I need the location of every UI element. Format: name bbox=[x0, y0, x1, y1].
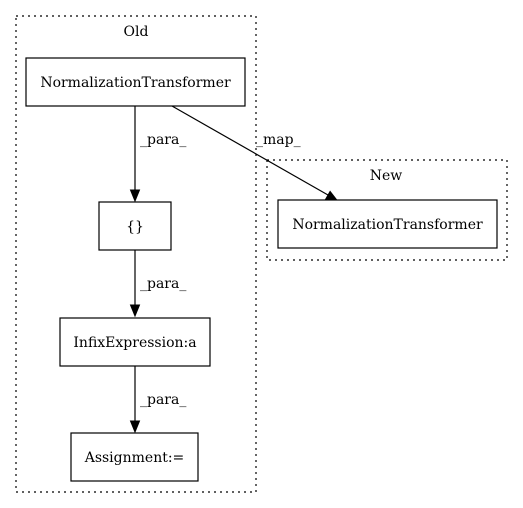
cluster-old: Old bbox=[15, 15, 257, 493]
node-assignment-box bbox=[70, 432, 199, 482]
edge-infix-to-assignment-label: _para_ bbox=[140, 392, 186, 408]
node-assignment-label: Assignment:= bbox=[84, 450, 185, 466]
cluster-old-label: Old bbox=[124, 24, 149, 40]
node-assignment: Assignment:= bbox=[70, 432, 199, 482]
node-new-normalization-transformer-box bbox=[277, 199, 498, 249]
edge-norm-to-braces: _para_ bbox=[129, 106, 186, 203]
node-braces: {} bbox=[98, 201, 172, 251]
edge-map-label: _map_ bbox=[256, 132, 301, 148]
edge-braces-to-infix-arrow bbox=[129, 304, 141, 318]
edge-norm-to-braces-label: _para_ bbox=[140, 132, 186, 148]
node-infix-expression-label: InfixExpression:a bbox=[73, 335, 196, 351]
node-old-normalization-transformer: NormalizationTransformer bbox=[25, 57, 246, 107]
edge-infix-to-assignment: _para_ bbox=[129, 366, 186, 434]
cluster-new: New bbox=[266, 159, 508, 261]
node-infix-expression: InfixExpression:a bbox=[59, 317, 211, 367]
edge-map-line bbox=[171, 105, 329, 196]
node-braces-box bbox=[98, 201, 172, 251]
node-new-normalization-transformer: NormalizationTransformer bbox=[277, 199, 498, 249]
cluster-old-border bbox=[15, 15, 257, 493]
edge-norm-to-braces-arrow bbox=[129, 189, 141, 203]
node-new-normalization-transformer-label: NormalizationTransformer bbox=[292, 217, 483, 233]
edge-map: _map_ bbox=[171, 105, 339, 202]
cluster-new-border bbox=[266, 159, 508, 261]
edge-infix-to-assignment-arrow bbox=[129, 420, 141, 434]
node-infix-expression-box bbox=[59, 317, 211, 367]
node-old-normalization-transformer-label: NormalizationTransformer bbox=[40, 75, 231, 91]
edge-braces-to-infix: _para_ bbox=[129, 250, 186, 318]
node-braces-label: {} bbox=[126, 219, 144, 235]
node-old-normalization-transformer-box bbox=[25, 57, 246, 107]
edge-braces-to-infix-label: _para_ bbox=[140, 276, 186, 292]
cluster-new-label: New bbox=[370, 168, 403, 184]
